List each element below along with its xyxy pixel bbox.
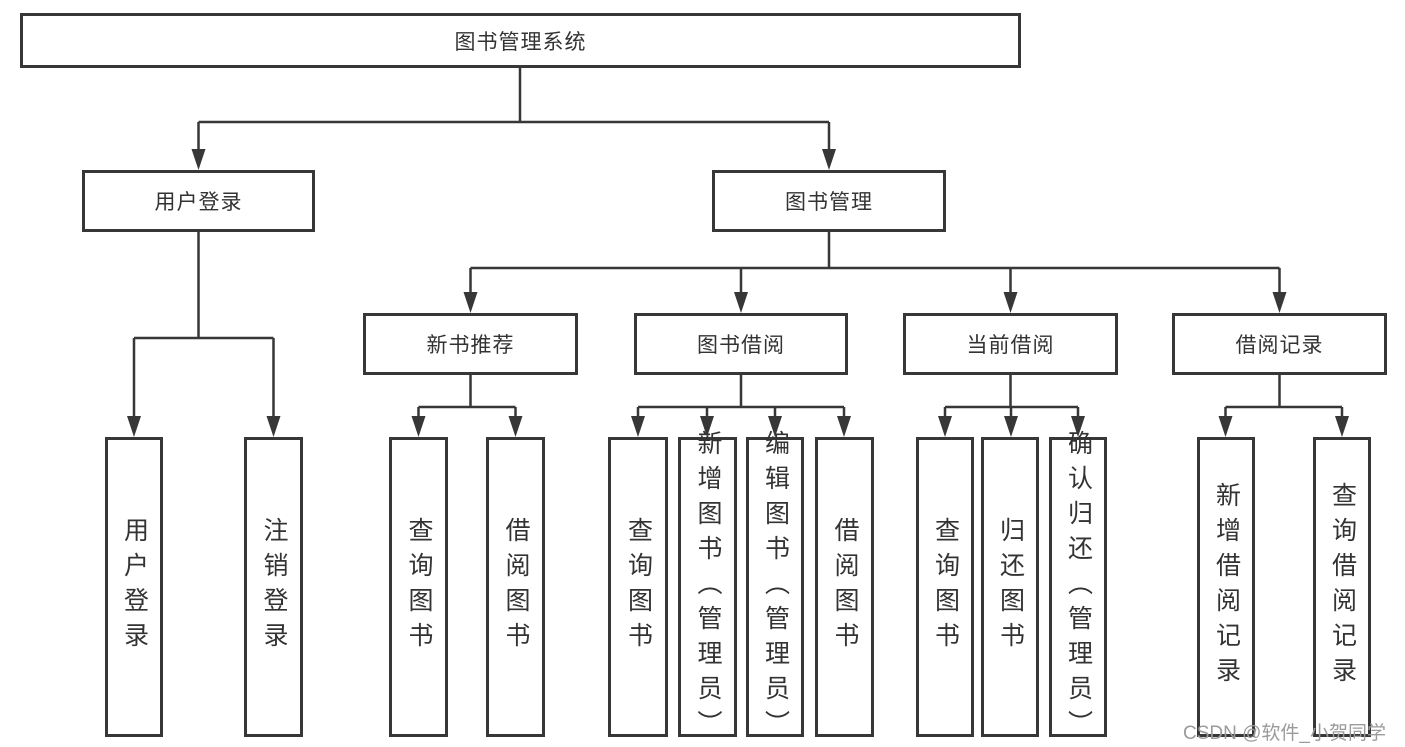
leaf-label: 借阅图书 [831,517,859,657]
arrowhead-icon [1003,292,1018,313]
arrowhead-icon [938,416,952,437]
connector-current-borrow-to-leaves [943,375,1080,419]
arrowhead-icon [700,416,714,437]
leaf-query-books-recommend: 查询图书 [389,437,448,737]
leaf-add-books-admin: 新增图书（管理员） [678,430,737,745]
arrowhead-icon [127,416,141,437]
leaf-label: 查询借阅记录 [1328,482,1357,692]
leaf-add-borrow-record: 新增借阅记录 [1197,437,1255,737]
arrowhead-icon [266,416,281,437]
leaf-confirm-return-admin: 确认归还（管理员） [1049,430,1107,745]
arrowhead-icon [768,416,782,437]
watermark: CSDN @软件_小贺同学 [1183,723,1386,744]
leaf-query-borrow-record: 查询借阅记录 [1313,437,1371,737]
arrowhead-icon [1272,292,1287,313]
leaf-label: 确认归还（管理员） [1064,429,1093,745]
node-borrow-record: 借阅记录 [1172,313,1387,375]
arrowhead-icon [822,149,836,170]
arrowhead-icon [463,292,478,313]
node-user-login: 用户登录 [82,170,315,232]
arrowhead-icon [1071,416,1085,437]
arrowhead-icon [508,416,523,437]
connector-new-book-to-leaves [417,375,517,419]
leaf-edit-books-admin: 编辑图书（管理员） [746,430,804,745]
leaf-label: 新增图书（管理员） [694,429,722,745]
arrowheads [127,149,1349,437]
leaf-borrow-books: 借阅图书 [815,437,874,737]
arrowhead-icon [1335,416,1349,437]
leaf-label: 用户登录 [120,517,149,657]
arrowhead-icon [837,416,851,437]
connector-book-borrow-to-leaves [636,375,846,419]
arrowhead-icon [734,292,748,313]
leaf-return-books: 归还图书 [981,437,1039,737]
connector-user-login-to-leaves [132,232,275,419]
arrowhead-icon [1004,416,1018,437]
node-book-management: 图书管理 [712,170,946,232]
leaf-query-books-current: 查询图书 [916,437,974,737]
leaf-user-login: 用户登录 [105,437,163,737]
arrowhead-icon [631,416,645,437]
node-current-borrow: 当前借阅 [903,313,1118,375]
node-book-borrow: 图书借阅 [634,313,848,375]
leaf-label: 查询图书 [624,517,653,657]
node-book-management-system: 图书管理系统 [20,13,1021,68]
leaf-label: 注销登录 [260,517,288,657]
leaf-label: 编辑图书（管理员） [761,429,790,745]
connector-root-to-level2 [197,68,831,152]
leaf-label: 查询图书 [405,517,433,657]
arrowhead-icon [411,416,426,437]
connector-borrow-record-to-leaves [1224,375,1344,419]
connector-book-management-to-level3 [469,232,1281,295]
leaf-label: 归还图书 [996,517,1025,657]
node-new-book-recommend: 新书推荐 [363,313,578,375]
leaf-query-books-borrow: 查询图书 [608,437,668,737]
arrowhead-icon [1218,416,1233,437]
leaf-label: 查询图书 [931,517,960,657]
leaf-logout: 注销登录 [244,437,303,737]
leaf-label: 借阅图书 [502,517,530,657]
arrowhead-icon [191,149,206,170]
leaf-label: 新增借阅记录 [1212,482,1241,692]
leaf-borrow-books-recommend: 借阅图书 [486,437,545,737]
